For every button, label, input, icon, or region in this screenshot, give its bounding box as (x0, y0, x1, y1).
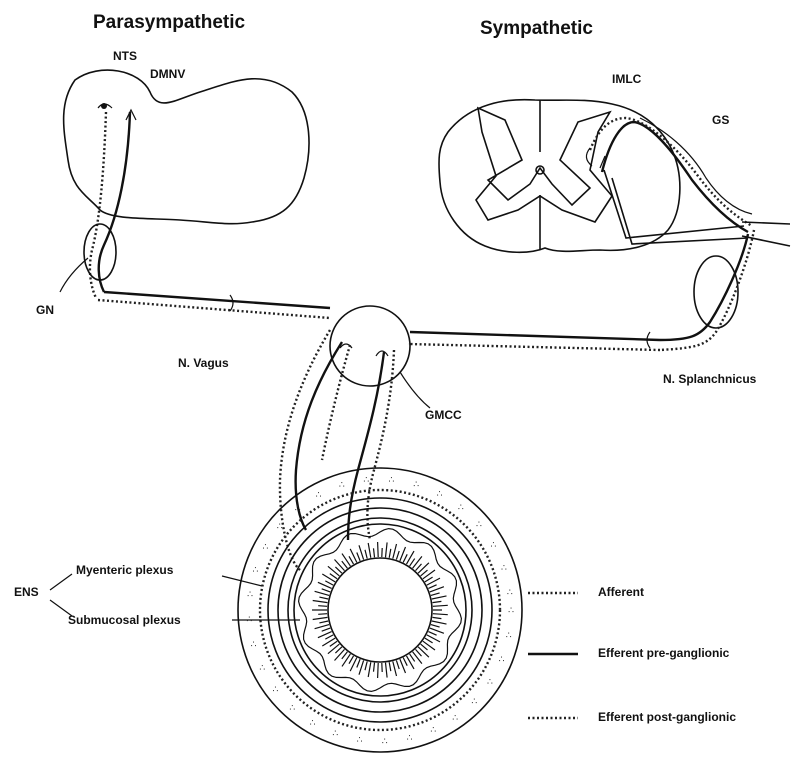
sympathetic-ganglion (694, 256, 738, 328)
spinal-cord-outline (439, 100, 680, 253)
imlc-label: IMLC (612, 72, 641, 86)
splanchnic-down-afferent (660, 230, 754, 350)
legend-afferent: Afferent (598, 585, 644, 599)
speckle: ∴ (253, 566, 259, 576)
splanchnic-down-efferent (660, 234, 748, 340)
nts-label: NTS (113, 49, 137, 63)
speckle: ∴ (289, 703, 295, 713)
speckle: ∴ (277, 522, 283, 532)
myenteric-plexus-label: Myenteric plexus (76, 563, 173, 577)
splanchnic-trunk-efferent (410, 332, 660, 340)
gut-submucosa-ring (278, 508, 482, 712)
gn-leader (60, 258, 88, 292)
gut-muscle-dotted (260, 490, 500, 730)
imlc-afferent (590, 118, 752, 226)
speckle: ∴ (363, 476, 369, 486)
speckle: ∴ (316, 490, 322, 500)
gmcc-node-right (376, 351, 388, 356)
nts-dot (101, 103, 107, 109)
speckle: ∴ (339, 481, 345, 491)
speckle: ∴ (251, 640, 257, 650)
speckle: ∴ (476, 520, 482, 530)
gut-fibre-post-left (322, 345, 350, 460)
speckle: ∴ (332, 729, 338, 739)
gmcc-label: GMCC (425, 408, 462, 422)
legend-efferent-pre: Efferent pre-ganglionic (598, 646, 729, 660)
gut-wall-speckles: ∴∴∴∴∴∴∴∴∴∴∴∴∴∴∴∴∴∴∴∴∴∴∴∴∴∴∴∴∴∴∴∴∴ (246, 476, 513, 747)
n-splanchnicus-label: N. Splanchnicus (663, 372, 756, 386)
submucosal-plexus-label: Submucosal plexus (68, 613, 181, 627)
speckle: ∴ (430, 726, 436, 736)
parasympathetic-heading: Parasympathetic (93, 12, 245, 34)
speckle: ∴ (259, 663, 265, 673)
splanchnic-trunk-afferent (408, 344, 660, 350)
vagus-trunk-tick (230, 295, 233, 311)
sympathetic-heading: Sympathetic (480, 18, 593, 40)
speckle: ∴ (382, 737, 388, 747)
vagus-trunk-afferent (98, 300, 330, 318)
speckle: ∴ (471, 697, 477, 707)
speckle: ∴ (263, 543, 269, 553)
n-vagus-label: N. Vagus (178, 356, 229, 370)
speckle: ∴ (487, 677, 493, 687)
dmnv-label: DMNV (150, 67, 185, 81)
speckle: ∴ (491, 541, 497, 551)
speckle: ∴ (499, 655, 505, 665)
speckle: ∴ (310, 718, 316, 728)
gs-label: GS (712, 113, 729, 127)
speckle: ∴ (295, 504, 301, 514)
brainstem-outline (64, 70, 309, 224)
speckle: ∴ (508, 606, 514, 616)
speckle: ∴ (458, 503, 464, 513)
ens-label: ENS (14, 585, 39, 599)
speckle: ∴ (501, 563, 507, 573)
imlc-hook (586, 148, 605, 168)
gut-fibre-efferent-left (296, 342, 342, 530)
gn-label: GN (36, 303, 54, 317)
speckle: ∴ (437, 489, 443, 499)
imlc-root-lines (604, 170, 748, 244)
gut-lumen (328, 558, 432, 662)
ens-bracket (50, 574, 72, 616)
speckle: ∴ (452, 713, 458, 723)
speckle: ∴ (357, 735, 363, 745)
gmcc-leader (400, 372, 430, 408)
speckle: ∴ (407, 734, 413, 744)
speckle: ∴ (247, 590, 253, 600)
speckle: ∴ (413, 480, 419, 490)
vagus-trunk-efferent (104, 292, 330, 308)
speckle: ∴ (389, 476, 395, 486)
legend-efferent-post: Efferent post-ganglionic (598, 710, 736, 724)
speckle: ∴ (506, 631, 512, 641)
speckle: ∴ (507, 588, 513, 598)
speckle: ∴ (273, 685, 279, 695)
gut-villi (312, 542, 448, 678)
